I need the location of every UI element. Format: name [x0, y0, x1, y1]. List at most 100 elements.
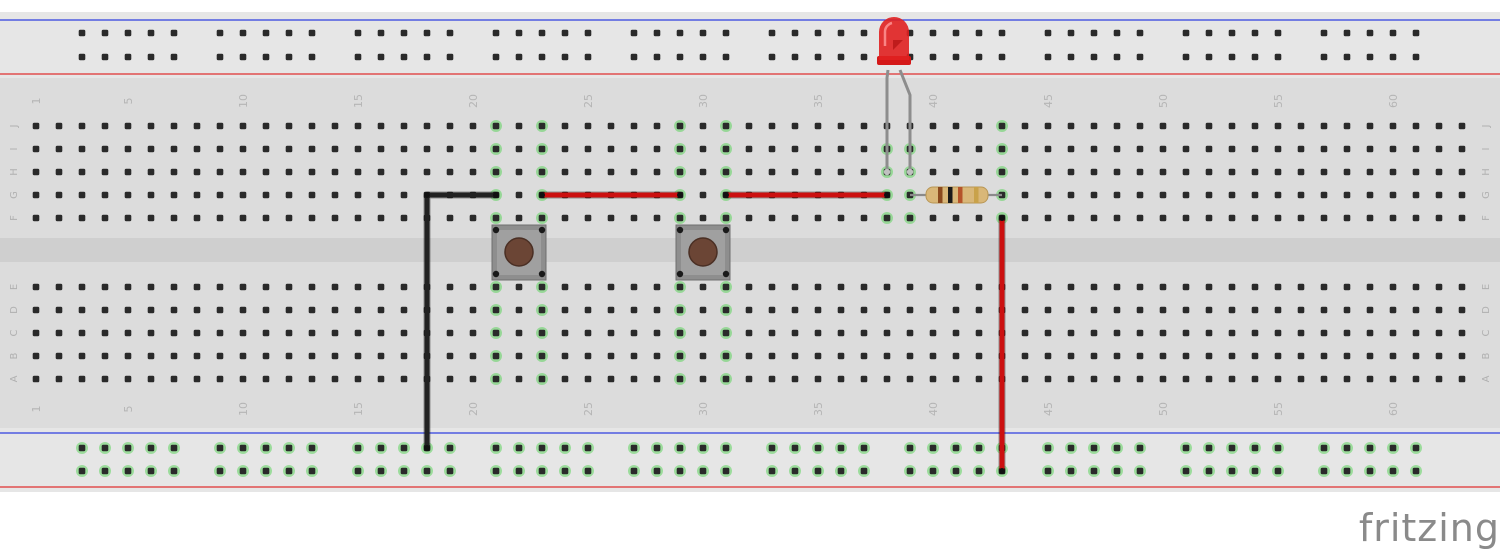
- hole: [239, 329, 247, 337]
- hole: [262, 375, 270, 383]
- hole: [1320, 145, 1328, 153]
- hole: [1044, 352, 1052, 360]
- column-label: 15: [352, 402, 365, 416]
- hole: [538, 53, 546, 61]
- hole: [147, 444, 155, 452]
- hole: [515, 467, 523, 475]
- hole: [1343, 191, 1351, 199]
- hole: [78, 122, 86, 130]
- hole: [1320, 444, 1328, 452]
- hole: [1228, 145, 1236, 153]
- hole: [285, 168, 293, 176]
- hole: [354, 29, 362, 37]
- pushbutton-1-pin: [492, 226, 500, 234]
- hole: [1021, 283, 1029, 291]
- hole: [1366, 283, 1374, 291]
- hole: [699, 53, 707, 61]
- hole: [1159, 352, 1167, 360]
- hole: [1343, 145, 1351, 153]
- hole: [1251, 352, 1259, 360]
- hole: [814, 444, 822, 452]
- hole: [354, 306, 362, 314]
- hole: [630, 352, 638, 360]
- hole: [1320, 467, 1328, 475]
- hole: [584, 214, 592, 222]
- hole: [1274, 352, 1282, 360]
- hole: [515, 352, 523, 360]
- hole: [262, 191, 270, 199]
- hole: [1136, 214, 1144, 222]
- hole: [607, 122, 615, 130]
- hole: [400, 306, 408, 314]
- hole: [78, 145, 86, 153]
- hole: [78, 191, 86, 199]
- hole: [193, 122, 201, 130]
- hole: [124, 283, 132, 291]
- resistor-body: [925, 186, 989, 204]
- hole: [193, 214, 201, 222]
- hole: [630, 168, 638, 176]
- hole: [745, 306, 753, 314]
- hole: [446, 329, 454, 337]
- hole: [423, 29, 431, 37]
- hole: [1320, 214, 1328, 222]
- hole: [1274, 306, 1282, 314]
- wire-red-led-end: [884, 192, 890, 198]
- hole: [1343, 214, 1351, 222]
- hole: [883, 283, 891, 291]
- hole: [1021, 122, 1029, 130]
- pushbutton-2-pin: [722, 226, 730, 234]
- hole: [538, 329, 546, 337]
- hole: [124, 306, 132, 314]
- hole: [584, 306, 592, 314]
- hole: [653, 214, 661, 222]
- hole: [469, 352, 477, 360]
- hole: [469, 122, 477, 130]
- column-label: 1: [30, 98, 43, 105]
- hole: [78, 214, 86, 222]
- hole: [538, 168, 546, 176]
- hole: [860, 306, 868, 314]
- hole: [768, 145, 776, 153]
- hole: [676, 352, 684, 360]
- hole: [400, 145, 408, 153]
- column-label: 25: [582, 94, 595, 108]
- hole: [883, 306, 891, 314]
- hole: [584, 168, 592, 176]
- hole: [308, 168, 316, 176]
- column-label: 35: [812, 94, 825, 108]
- hole: [975, 329, 983, 337]
- hole: [676, 375, 684, 383]
- hole: [1182, 306, 1190, 314]
- hole: [1297, 306, 1305, 314]
- hole: [1090, 329, 1098, 337]
- hole: [1159, 306, 1167, 314]
- hole: [952, 444, 960, 452]
- hole: [515, 191, 523, 199]
- hole: [561, 145, 569, 153]
- hole: [837, 53, 845, 61]
- hole: [1274, 467, 1282, 475]
- hole: [1113, 329, 1121, 337]
- hole: [998, 145, 1006, 153]
- hole: [837, 283, 845, 291]
- hole: [607, 283, 615, 291]
- hole: [837, 329, 845, 337]
- hole: [101, 329, 109, 337]
- hole: [1251, 375, 1259, 383]
- hole: [860, 329, 868, 337]
- hole: [1205, 191, 1213, 199]
- hole: [1205, 145, 1213, 153]
- column-label: 15: [352, 94, 365, 108]
- hole: [285, 214, 293, 222]
- hole: [1228, 375, 1236, 383]
- hole: [262, 29, 270, 37]
- hole: [446, 444, 454, 452]
- hole: [285, 29, 293, 37]
- hole: [32, 122, 40, 130]
- hole: [1412, 467, 1420, 475]
- hole: [653, 352, 661, 360]
- hole: [1205, 283, 1213, 291]
- hole: [1021, 352, 1029, 360]
- hole: [699, 145, 707, 153]
